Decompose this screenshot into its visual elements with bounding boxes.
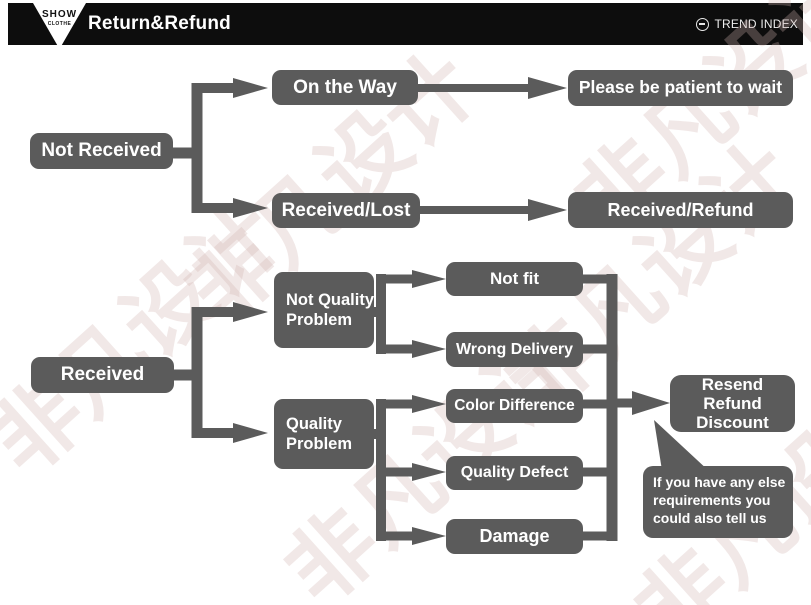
node-quality-problem: Quality Problem <box>274 399 374 469</box>
page-title: Return&Refund <box>88 13 231 34</box>
node-resolution: Resend Refund Discount <box>670 375 795 432</box>
trend-index-label: TREND INDEX <box>714 17 798 31</box>
header-bar: Return&Refund TREND INDEX <box>8 3 803 45</box>
node-received: Received <box>31 357 174 393</box>
node-received-lost: Received/Lost <box>272 193 420 228</box>
resolution-line: Refund <box>703 394 762 413</box>
node-color-difference: Color Difference <box>446 389 583 423</box>
trend-index-icon <box>696 17 710 31</box>
node-not-received: Not Received <box>30 133 173 169</box>
brand-logo-text: SHOW <box>41 9 78 20</box>
node-not-fit: Not fit <box>446 262 583 296</box>
node-on-the-way: On the Way <box>272 70 418 105</box>
node-not-quality-problem: Not Quality Problem <box>274 272 374 348</box>
node-wrong-delivery: Wrong Delivery <box>446 332 583 367</box>
note-line: could also tell us <box>653 510 767 526</box>
resolution-line: Discount <box>696 413 769 432</box>
note-line: requirements you <box>653 492 771 508</box>
trend-index: TREND INDEX <box>696 3 798 45</box>
node-damage: Damage <box>446 519 583 554</box>
node-received-refund: Received/Refund <box>568 192 793 228</box>
node-please-be-patient: Please be patient to wait <box>568 70 793 106</box>
node-quality-defect: Quality Defect <box>446 456 583 490</box>
note-line: If you have any else <box>653 474 786 490</box>
brand-logo-subtext: CLOTHE <box>47 21 72 27</box>
resolution-line: Resend <box>701 375 764 394</box>
speech-bubble-note: If you have any else requirements you co… <box>643 466 793 538</box>
